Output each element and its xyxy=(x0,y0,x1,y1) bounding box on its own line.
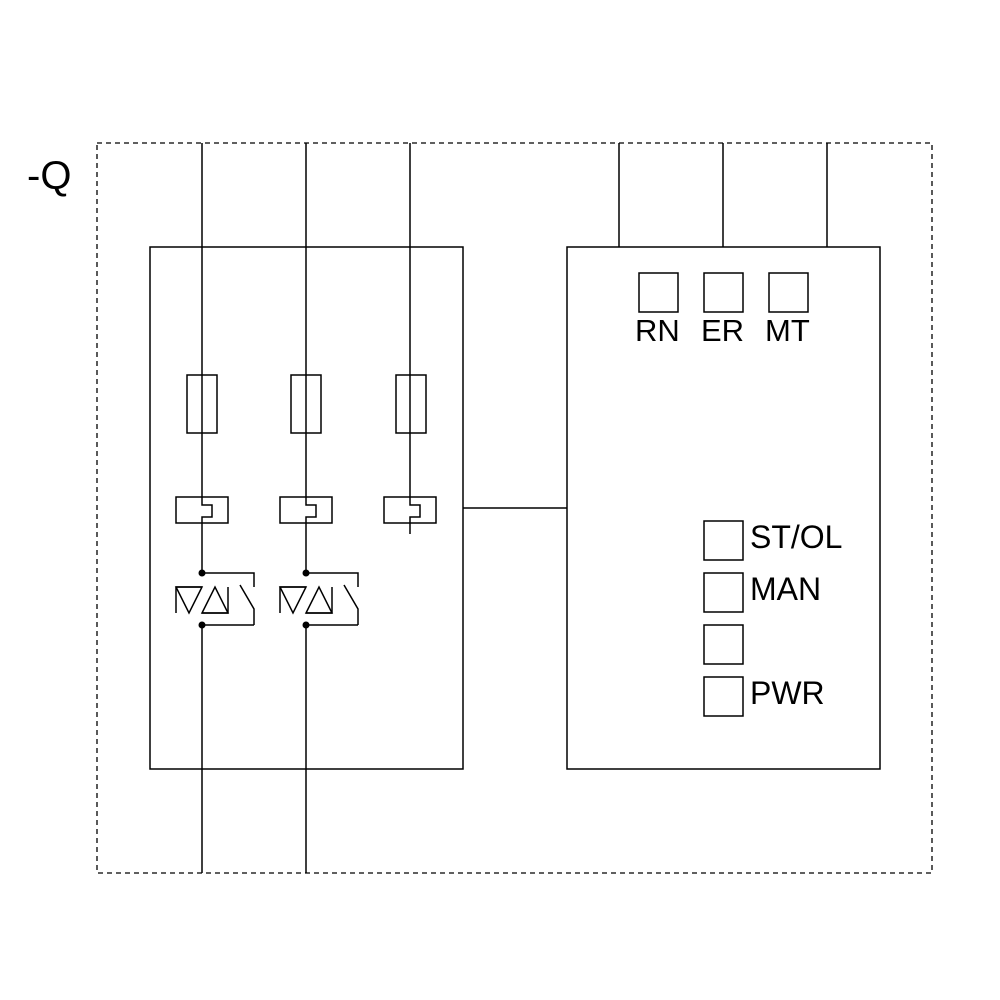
indicator-stol-label: ST/OL xyxy=(750,519,842,555)
device-enclosure-dashed xyxy=(96,142,933,874)
indicator-pwr-label: PWR xyxy=(750,675,825,711)
indicator-er-led xyxy=(703,272,744,313)
phase-1-bypass-contact xyxy=(202,572,255,626)
phase-1-overload-element xyxy=(201,497,213,523)
indicator-stol-led xyxy=(703,520,744,561)
phase-3-overload-element xyxy=(409,497,421,534)
phase-2-thyristor-left-triangle xyxy=(278,586,308,615)
phase-3 xyxy=(383,143,437,534)
device-designation-label: -Q xyxy=(27,154,71,198)
indicator-er-label: ER xyxy=(701,313,744,348)
phase-3-fuse xyxy=(395,374,427,434)
phase-2-thyristor-right-triangle xyxy=(304,585,334,614)
phase-1-thyristor-right-triangle xyxy=(200,585,230,614)
phase-1-thyristor-left-triangle xyxy=(174,586,204,615)
indicator-mt-led xyxy=(768,272,809,313)
indicator-mt-label: MT xyxy=(765,313,810,348)
indicator-man-label: MAN xyxy=(750,571,821,607)
indicator-blank-led xyxy=(703,624,744,665)
phase-2-bypass-contact xyxy=(306,572,359,626)
phase-1 xyxy=(174,143,255,873)
indicator-rn-led xyxy=(638,272,679,313)
indicator-man-led xyxy=(703,572,744,613)
indicator-rn-label: RN xyxy=(635,313,680,348)
phase-2-overload-element xyxy=(305,497,317,523)
phase-2 xyxy=(278,143,359,873)
indicator-pwr-led xyxy=(703,676,744,717)
